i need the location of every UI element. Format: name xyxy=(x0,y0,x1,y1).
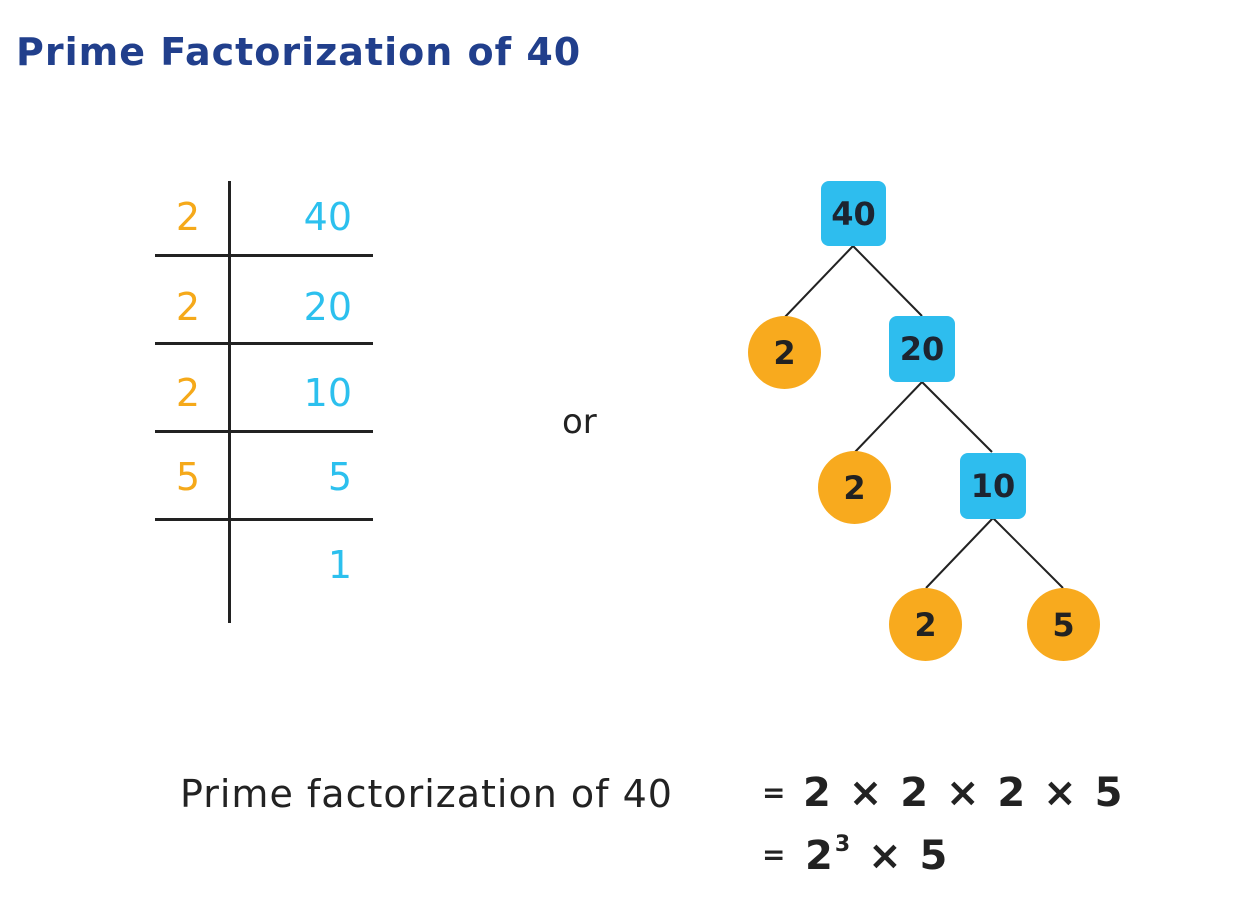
tree-edge xyxy=(783,245,854,319)
tree-edge xyxy=(992,517,1064,589)
page-title: Prime Factorization of 40 xyxy=(16,30,582,74)
tree-node-prime: 2 xyxy=(748,316,821,389)
tree-node-composite: 10 xyxy=(960,453,1026,519)
ladder-row-divider xyxy=(155,342,373,345)
power-rest: × 5 xyxy=(852,833,950,879)
equals-sign: = xyxy=(762,838,786,871)
power-exponent: 3 xyxy=(834,832,853,857)
or-separator: or xyxy=(562,402,597,442)
equals-sign: = xyxy=(762,776,786,809)
ladder-vertical-line xyxy=(228,181,231,623)
power-base: 2 xyxy=(805,833,835,879)
tree-edge xyxy=(921,381,993,453)
tree-edge xyxy=(852,245,923,317)
tree-edge xyxy=(925,517,994,589)
ladder-row-divider xyxy=(155,254,373,257)
result-exponential: 23 × 5 xyxy=(805,833,949,879)
result-label: Prime factorization of 40 xyxy=(180,772,673,816)
tree-node-composite: 20 xyxy=(889,316,955,382)
ladder-row-divider xyxy=(155,430,373,433)
tree-node-composite: 40 xyxy=(821,181,886,246)
tree-node-prime: 2 xyxy=(889,588,962,661)
ladder-row-divider xyxy=(155,518,373,521)
ladder-dividend: 1 xyxy=(327,543,352,587)
ladder-dividend: 10 xyxy=(303,371,352,415)
ladder-divisor: 2 xyxy=(175,285,201,329)
ladder-divisor: 2 xyxy=(175,371,201,415)
ladder-dividend: 5 xyxy=(327,455,352,499)
ladder-divisor: 5 xyxy=(175,455,201,499)
tree-node-prime: 5 xyxy=(1027,588,1100,661)
result-expanded: 2 × 2 × 2 × 5 xyxy=(803,770,1125,816)
ladder-dividend: 40 xyxy=(303,195,352,239)
tree-node-prime: 2 xyxy=(818,451,891,524)
tree-edge xyxy=(854,381,923,453)
ladder-divisor: 2 xyxy=(175,195,201,239)
ladder-dividend: 20 xyxy=(303,285,352,329)
division-ladder: 2 40 2 20 2 10 5 5 1 xyxy=(0,0,600,700)
